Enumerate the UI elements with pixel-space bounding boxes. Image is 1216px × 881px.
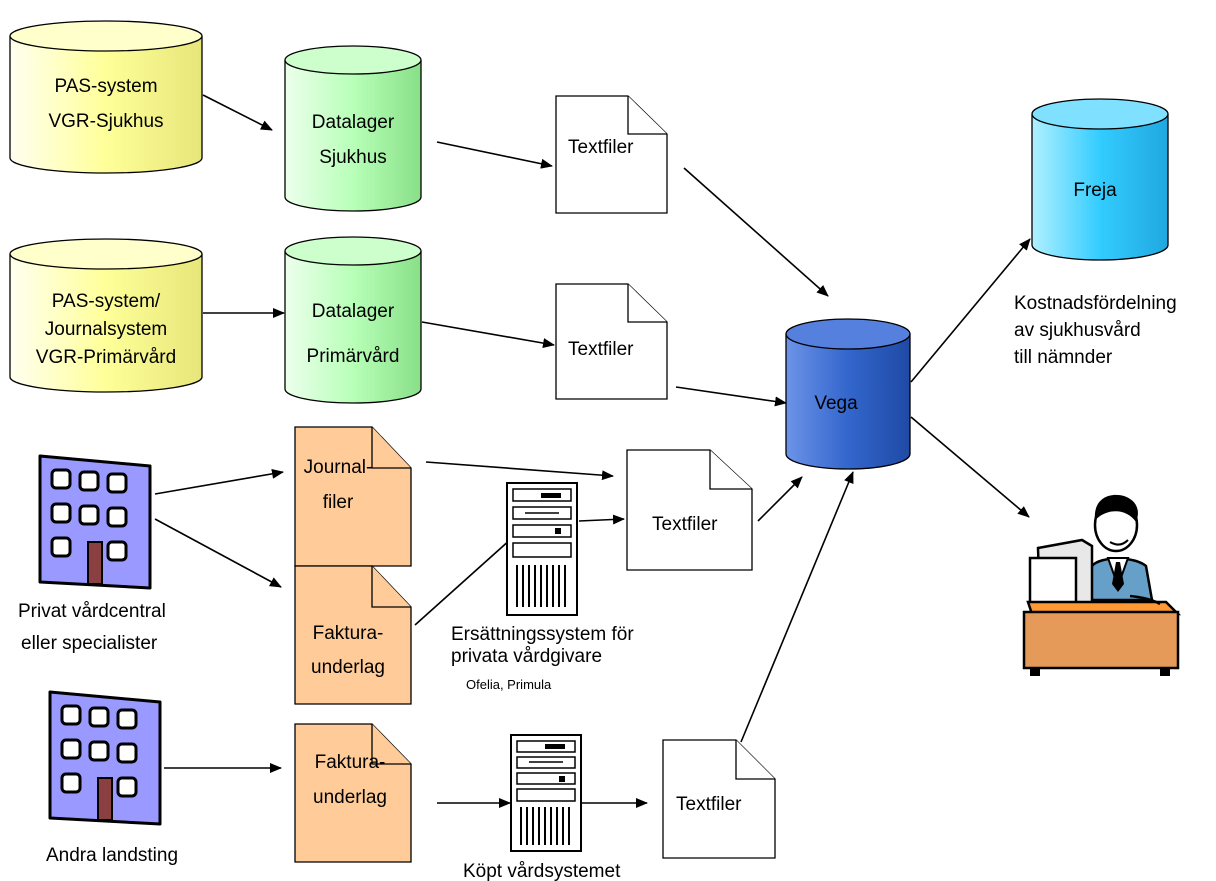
server-icon — [506, 482, 578, 616]
faktura-1-line1: Faktura- — [313, 623, 384, 644]
kopt-vardsystemet-label: Köpt vårdsystemet — [463, 861, 621, 881]
document-fakturaunderlag-1: Faktura- underlag — [294, 565, 412, 705]
arrow-faktura-to-server — [414, 529, 522, 626]
pas-primar-line3: VGR-Primärvård — [36, 347, 176, 368]
arrow-journalfiler-to-textfiler3 — [425, 461, 614, 481]
ersattningssystem-line1: Ersättningssystem för — [451, 624, 634, 645]
arrow-vega-to-user — [910, 416, 1030, 518]
pas-sjukhus-line2: VGR-Sjukhus — [48, 111, 163, 132]
vega-label: Vega — [814, 393, 858, 414]
textfiler-3-label: Textfiler — [652, 514, 718, 535]
document-textfiler-3: Textfiler — [626, 449, 753, 571]
document-textfiler-4: Textfiler — [662, 739, 776, 859]
ersattningssystem-line2: privata vårdgivare — [451, 646, 602, 667]
arrow-textfiler1-to-vega — [683, 167, 829, 297]
kostnadsfordelning-line3: till nämnder — [1014, 347, 1113, 368]
privat-vardcentral-line1: Privat vårdcentral — [18, 601, 166, 622]
datalager-sjukhus-line1: Datalager — [312, 112, 395, 133]
document-textfiler-1: Textfiler — [555, 95, 668, 214]
arrows — [154, 94, 1031, 808]
cylinder-datalager-sjukhus: Datalager Sjukhus — [284, 45, 422, 212]
arrow-pas-sjukhus-to-datalager — [202, 94, 273, 131]
andra-landsting-label: Andra landsting — [46, 845, 178, 866]
pas-primar-line2: Journalsystem — [45, 319, 168, 340]
arrow-datalager-primar-to-textfiler — [421, 321, 555, 349]
server-icon — [510, 734, 582, 852]
ersattningssystem-line3: Ofelia, Primula — [466, 677, 552, 692]
cylinder-datalager-primarvard: Datalager Primärvård — [284, 236, 422, 404]
cylinder-pas-sjukhus: PAS-system VGR-Sjukhus — [9, 20, 203, 174]
datalager-primar-line2: Primärvård — [307, 346, 400, 367]
building-icon — [48, 690, 162, 826]
arrow-privat-to-faktura — [154, 518, 282, 588]
document-fakturaunderlag-2: Faktura- underlag — [294, 723, 412, 863]
journalfiler-line2: filer — [323, 492, 354, 513]
arrow-server-to-textfiler3 — [578, 514, 625, 525]
document-textfiler-2: Textfiler — [555, 283, 668, 400]
arrow-privat-to-journalfiler — [154, 468, 284, 495]
faktura-2-line1: Faktura- — [315, 752, 386, 773]
arrow-textfiler2-to-vega — [675, 386, 787, 407]
building-icon — [38, 454, 152, 590]
cylinder-freja: Freja — [1031, 98, 1169, 261]
pas-primar-line1: PAS-system/ — [52, 291, 161, 312]
arrow-vega-to-freja — [910, 238, 1031, 383]
faktura-2-line2: underlag — [313, 787, 387, 808]
privat-vardcentral-line2: eller specialister — [21, 633, 158, 654]
textfiler-1-label: Textfiler — [568, 137, 634, 158]
arrow-datalager-sjukhus-to-textfiler — [436, 141, 553, 169]
document-journalfiler: Journal- filer — [294, 426, 412, 567]
textfiler-2-label: Textfiler — [568, 339, 634, 360]
arrow-textfiler3-to-vega — [757, 476, 803, 522]
kostnadsfordelning-line1: Kostnadsfördelning — [1014, 293, 1177, 314]
pas-sjukhus-line1: PAS-system — [54, 76, 157, 97]
arrow-textfiler4-to-vega — [740, 471, 854, 743]
cylinder-vega: Vega — [785, 318, 911, 470]
freja-label: Freja — [1073, 180, 1117, 201]
textfiler-4-label: Textfiler — [676, 794, 742, 815]
cylinder-pas-primarvard: PAS-system/ Journalsystem VGR-Primärvård — [9, 238, 203, 393]
person-at-computer-icon — [1022, 494, 1182, 676]
datalager-sjukhus-line2: Sjukhus — [319, 147, 387, 168]
faktura-1-line2: underlag — [311, 657, 385, 678]
journalfiler-line1: Journal- — [304, 457, 373, 478]
kostnadsfordelning-line2: av sjukhusvård — [1014, 320, 1141, 341]
datalager-primar-line1: Datalager — [312, 301, 395, 322]
